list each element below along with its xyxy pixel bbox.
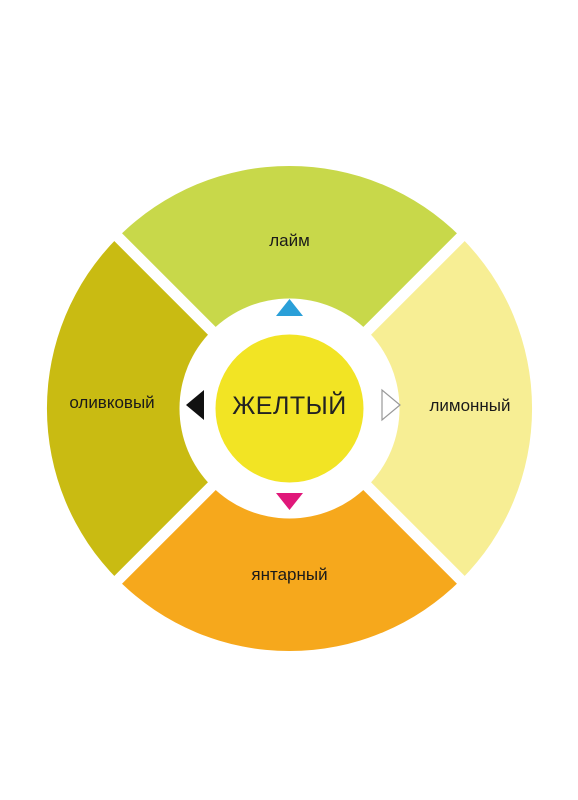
segment-label-olive: оливковый bbox=[69, 393, 154, 412]
triangle-down-icon bbox=[276, 493, 303, 510]
triangle-up-icon bbox=[276, 299, 303, 316]
segment-lemon bbox=[364, 237, 533, 580]
triangle-right-outline-icon bbox=[381, 388, 401, 422]
segment-label-lime: лайм bbox=[269, 231, 310, 250]
segment-label-amber: янтарный bbox=[251, 565, 327, 584]
segment-label-lemon: лимонный bbox=[429, 396, 510, 415]
center-label: ЖЕЛТЫЙ bbox=[232, 390, 347, 420]
center-yellow-disk bbox=[215, 334, 364, 483]
segment-olive bbox=[46, 237, 215, 580]
triangle-left-icon bbox=[186, 390, 204, 420]
segment-lime bbox=[118, 165, 461, 334]
segment-amber bbox=[118, 483, 461, 652]
